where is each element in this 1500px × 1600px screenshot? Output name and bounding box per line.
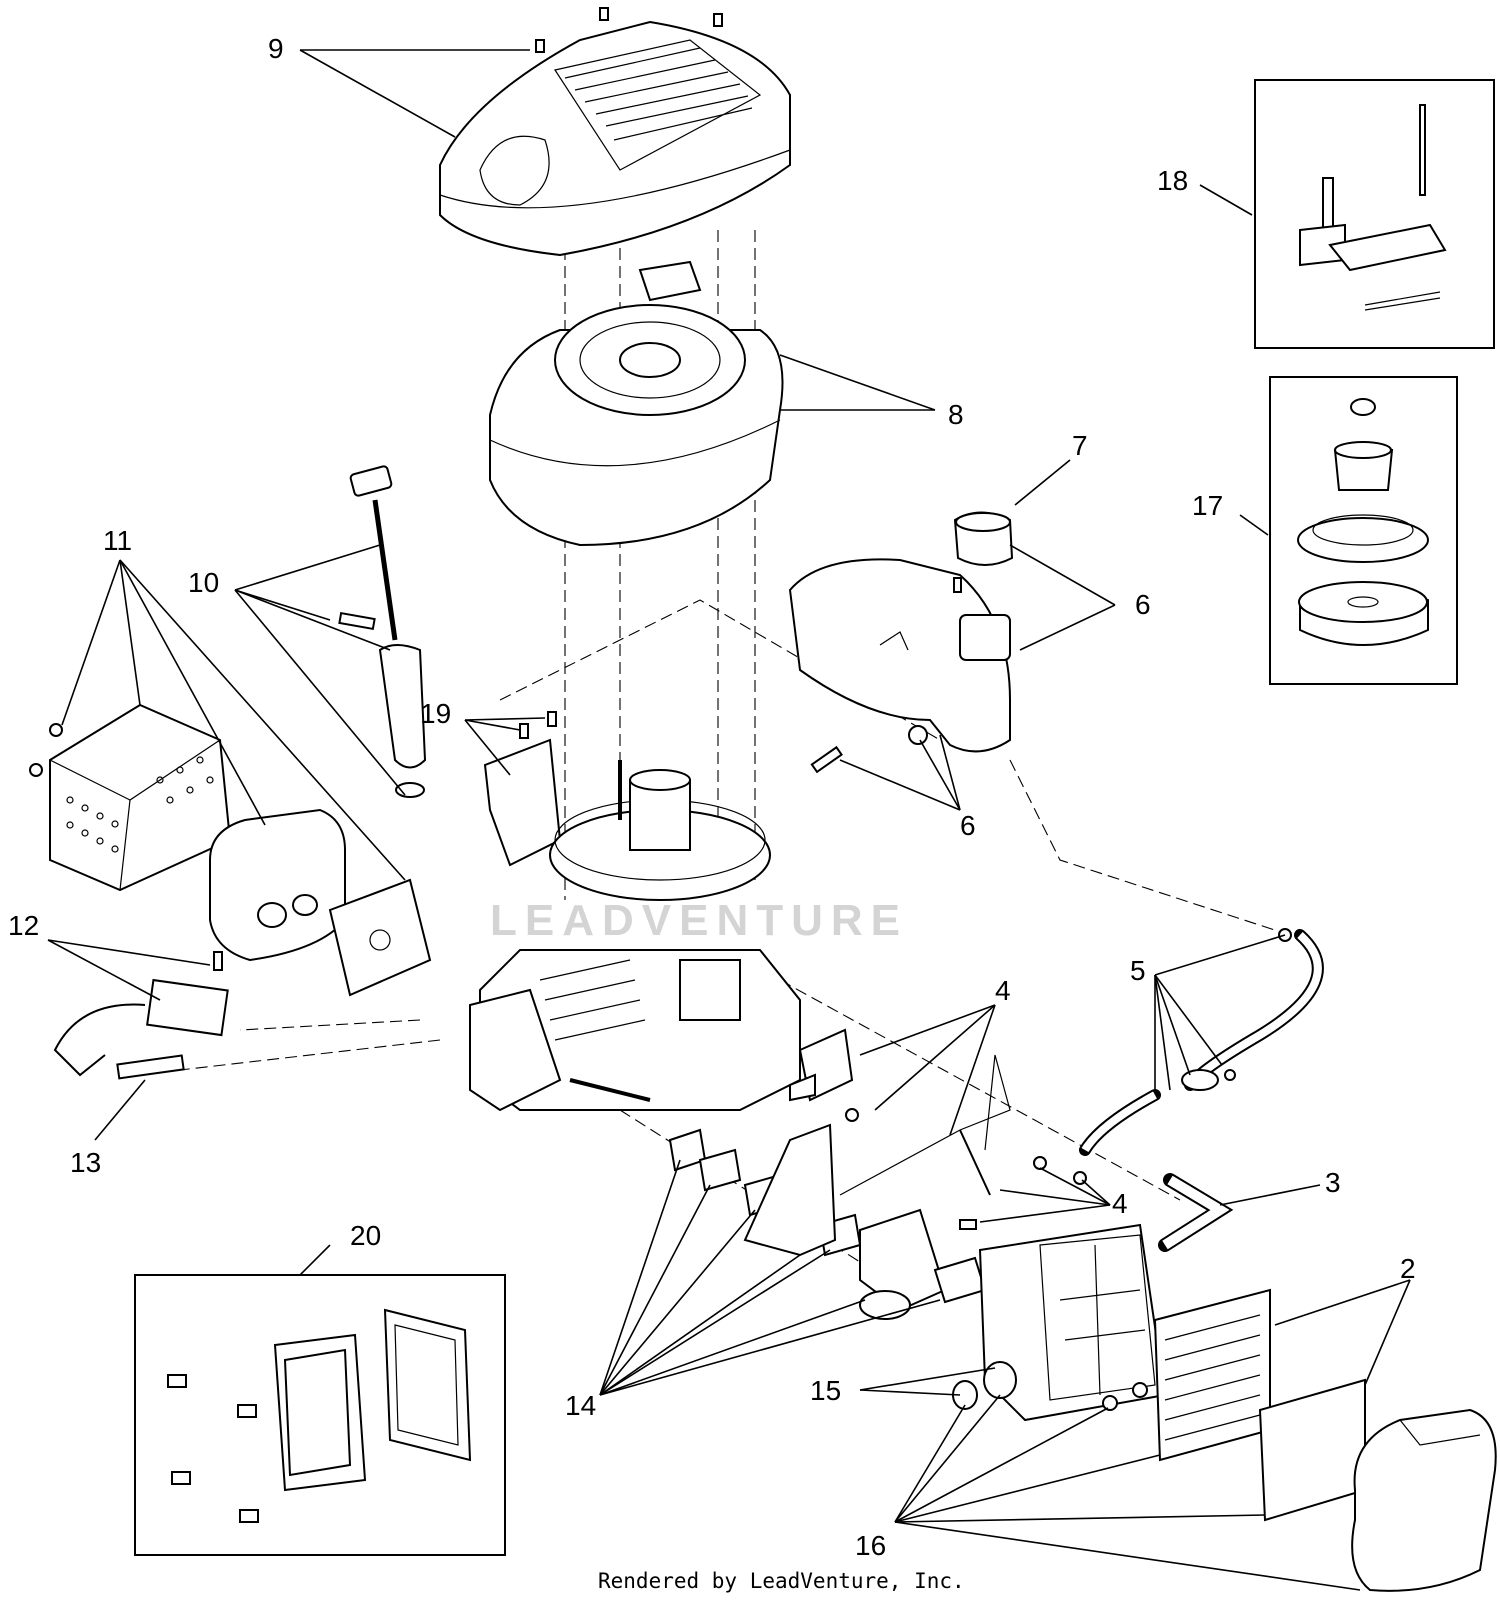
intake-gaskets <box>668 1123 987 1304</box>
callout-18: 18 <box>1157 165 1188 196</box>
callout-3: 3 <box>1325 1167 1341 1198</box>
inset-20-box <box>134 1274 506 1556</box>
callout-14: 14 <box>565 1390 596 1421</box>
callout-13: 13 <box>70 1147 101 1178</box>
spark-plug <box>116 1054 185 1080</box>
callout-6: 6 <box>960 810 976 841</box>
governor-linkage <box>789 1028 1087 1230</box>
fuel-cap <box>953 511 1014 566</box>
flywheel-assembly <box>549 760 771 901</box>
air-cleaner-cover <box>1351 1408 1497 1592</box>
blower-housing-cover <box>439 20 791 257</box>
render-credit: Rendered by LeadVenture, Inc. <box>598 1569 965 1593</box>
callout-7: 7 <box>1072 430 1088 461</box>
callout-4: 4 <box>1112 1188 1128 1219</box>
cover-screws <box>535 7 723 53</box>
valve-cover-inset <box>167 1308 472 1523</box>
callout-6: 6 <box>1135 589 1151 620</box>
fuel-line <box>1079 928 1324 1156</box>
muffler-gasket <box>328 878 432 997</box>
ignition-shield-bracket <box>483 711 562 867</box>
muffler-heat-shield <box>49 703 232 892</box>
callout-10: 10 <box>188 567 219 598</box>
callout-labels: 2 3 4 4 5 6 6 7 8 9 10 11 12 13 14 15 16… <box>8 33 1416 1561</box>
callout-19: 19 <box>420 698 451 729</box>
callout-17: 17 <box>1192 490 1223 521</box>
ignition-coil <box>53 951 229 1077</box>
fuel-tank <box>788 558 1011 753</box>
breather-tube-fittings <box>952 1361 1017 1410</box>
flywheel-parts-inset <box>1297 398 1429 646</box>
air-cleaner-base <box>978 1223 1167 1422</box>
pre-cleaner <box>1258 1378 1366 1522</box>
callout-15: 15 <box>810 1375 841 1406</box>
leader-lines <box>47 49 1411 1591</box>
muffler <box>209 808 346 962</box>
callout-12: 12 <box>8 910 39 941</box>
callout-11: 11 <box>103 525 132 556</box>
throttle-control-inset <box>1299 104 1447 311</box>
callout-20: 20 <box>350 1220 381 1251</box>
fan-shroud <box>489 260 784 547</box>
callout-16: 16 <box>855 1530 886 1561</box>
muffler-nuts <box>29 723 63 777</box>
inset-17-box <box>1269 376 1458 685</box>
inset-18-box <box>1254 79 1495 349</box>
callout-8: 8 <box>948 399 964 430</box>
callout-5: 5 <box>1130 955 1146 986</box>
callout-2: 2 <box>1400 1253 1416 1284</box>
breather-hose <box>1158 1173 1234 1252</box>
watermark-text: LEADVENTURE <box>490 896 908 945</box>
tank-fasteners <box>810 577 962 774</box>
callout-4: 4 <box>995 975 1011 1006</box>
callout-9: 9 <box>268 33 284 64</box>
engine-block <box>469 949 801 1112</box>
muffler-heat-shield-holes <box>66 756 214 853</box>
dipstick <box>338 465 427 798</box>
air-filter <box>1153 1288 1271 1462</box>
